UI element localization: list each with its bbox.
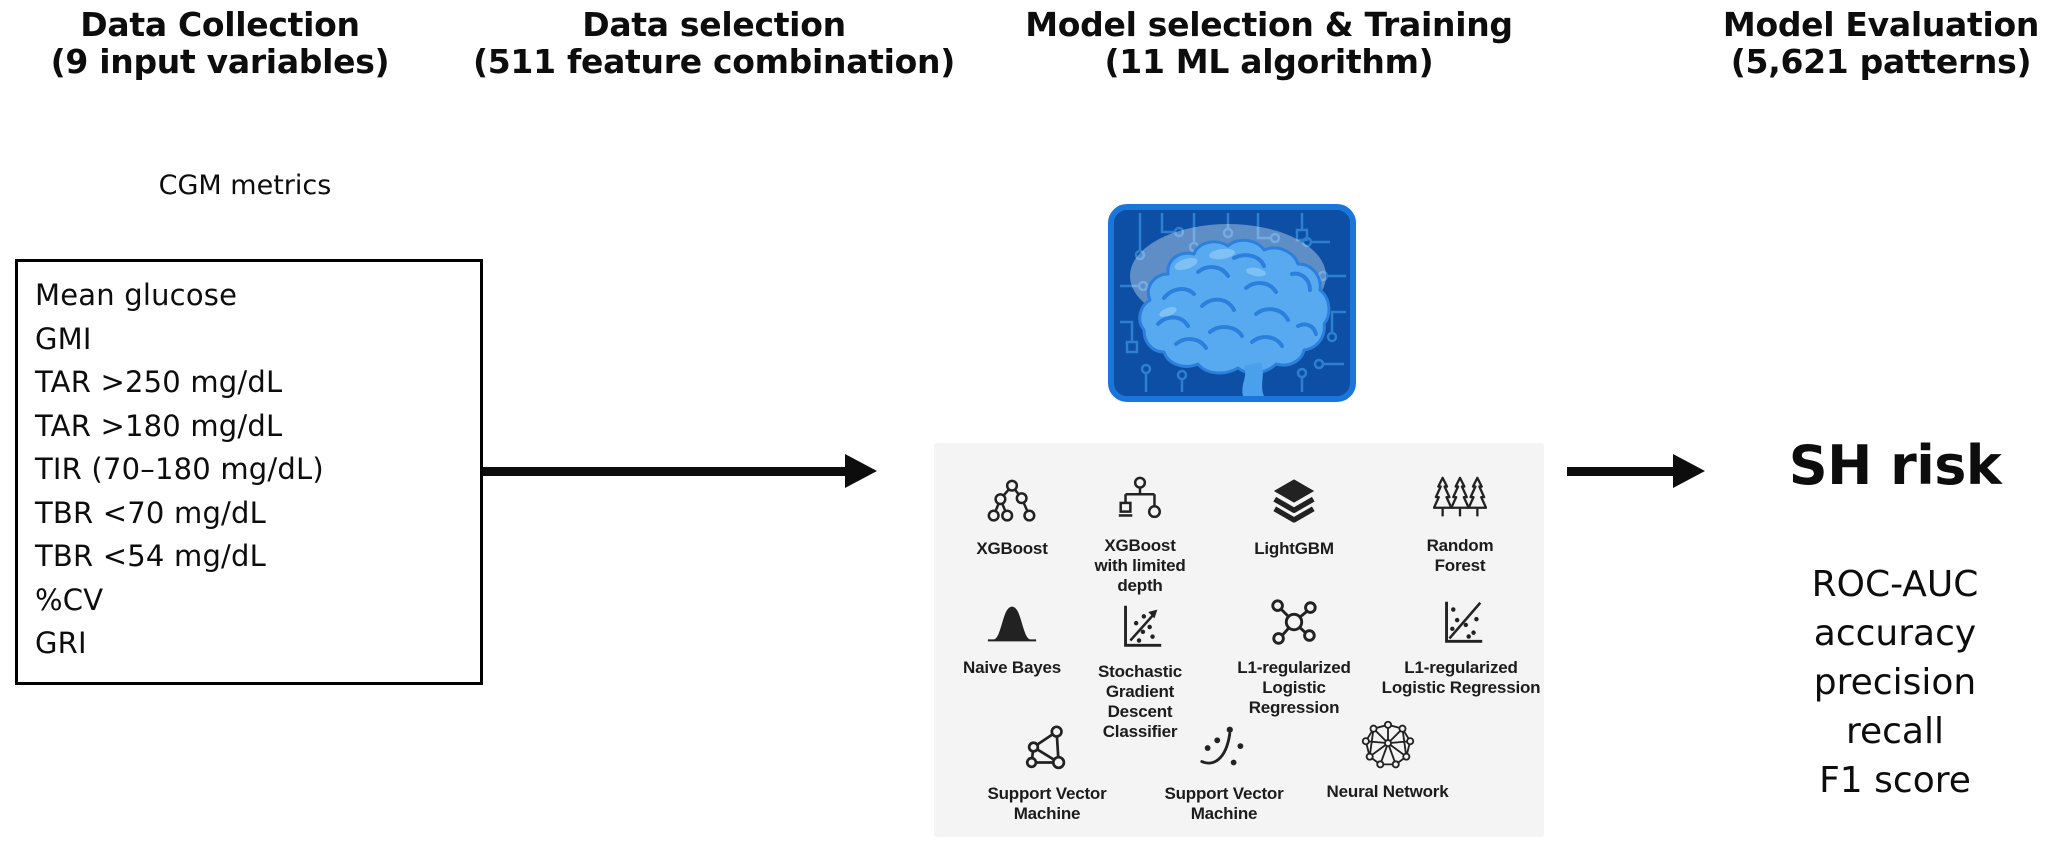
evaluation-metric-item: accuracy — [1813, 613, 1977, 654]
cgm-metric-item: GRI — [35, 626, 87, 660]
cgm-metric-item: TBR <54 mg/dL — [35, 539, 266, 573]
algo-cell-l1-logistic-regression: L1-regularized Logistic Regression — [1212, 596, 1376, 718]
stage-subtitle: (11 ML algorithm) — [1104, 42, 1434, 81]
cgm-metric-item: TIR (70–180 mg/dL) — [35, 452, 324, 486]
flow-arrow-right — [1567, 467, 1675, 476]
stage-title: Data Collection — [80, 5, 360, 44]
network-mesh-icon — [1361, 720, 1414, 769]
algo-label: Naive Bayes — [963, 658, 1061, 677]
evaluation-metric-item: recall — [1845, 711, 1944, 752]
tree-nodes-icon — [987, 479, 1036, 522]
algo-cell-random-forest: Random Forest — [1378, 474, 1542, 576]
algo-cell-lightgbm: LightGBM — [1214, 477, 1374, 559]
stage-title: Model Evaluation — [1722, 5, 2040, 44]
brain-icon — [1138, 238, 1331, 396]
bell-curve-icon — [987, 606, 1037, 642]
algo-label: Stochastic Gradient Descent Classifier — [1098, 662, 1182, 741]
evaluation-metrics-list: ROC-AUC accuracy precision recall F1 sco… — [1755, 560, 2035, 805]
output-title: SH risk — [1788, 434, 2002, 497]
algo-cell-svm-1: Support Vector Machine — [967, 722, 1127, 824]
flow-arrow-left — [483, 467, 846, 476]
algo-label: LightGBM — [1254, 539, 1334, 558]
stage-header-model-selection: Model selection & Training (11 ML algori… — [1004, 6, 1534, 80]
algo-label: Support Vector Machine — [1164, 784, 1284, 823]
evaluation-metric-item: F1 score — [1819, 760, 1971, 801]
stage-title: Model selection & Training — [1025, 5, 1513, 44]
algo-cell-xgboost-limited: XGBoost with limited depth — [1060, 474, 1220, 596]
stage-subtitle: (511 feature combination) — [472, 42, 956, 81]
cgm-metrics-list: Mean glucose GMI TAR >250 mg/dL TAR >180… — [18, 262, 480, 666]
stage-subtitle: (9 input variables) — [50, 42, 390, 81]
cgm-metric-item: Mean glucose — [35, 278, 238, 312]
algo-cell-naive-bayes: Naive Bayes — [932, 596, 1092, 678]
cgm-metrics-box: Mean glucose GMI TAR >250 mg/dL TAR >180… — [15, 259, 483, 685]
pine-trees-icon — [1433, 476, 1487, 517]
brain-chip-image — [1106, 202, 1358, 404]
algo-cell-xgboost: XGBoost — [932, 477, 1092, 559]
molecule-nodes-icon — [1271, 599, 1317, 645]
cgm-metric-item: %CV — [35, 582, 104, 617]
flow-arrow-right-head — [1673, 454, 1705, 488]
curve-separator-icon — [1200, 726, 1244, 766]
stage-subtitle: (5,621 patterns) — [1730, 42, 2032, 81]
algo-label: Support Vector Machine — [987, 784, 1107, 823]
algo-label: L1-regularized Logistic Regression — [1237, 658, 1351, 717]
algo-cell-l1-logistic-regression-2: L1-regularized Logistic Regression — [1366, 596, 1556, 698]
algo-label: XGBoost — [976, 539, 1048, 558]
graph-polygon-icon — [1025, 725, 1066, 770]
cgm-metrics-label: CGM metrics — [158, 170, 332, 201]
algo-cell-neural-network: Neural Network — [1295, 720, 1480, 802]
stacked-layers-icon — [1273, 479, 1315, 523]
algo-label: Random Forest — [1426, 536, 1494, 575]
cgm-metric-item: TAR >250 mg/dL — [35, 365, 283, 399]
stage-header-data-collection: Data Collection (9 input variables) — [20, 6, 420, 80]
cgm-metric-item: GMI — [35, 321, 92, 356]
algo-label: XGBoost with limited depth — [1094, 536, 1186, 595]
flow-arrow-left-head — [845, 454, 877, 488]
algo-cell-svm-2: Support Vector Machine — [1144, 722, 1304, 824]
algo-label: L1-regularized Logistic Regression — [1381, 658, 1541, 697]
cgm-metric-item: TAR >180 mg/dL — [35, 408, 283, 443]
evaluation-metric-item: precision — [1813, 662, 1977, 703]
brain-chip-icon — [1108, 204, 1356, 402]
evaluation-metric-item: ROC-AUC — [1811, 564, 1979, 605]
stage-title: Data selection — [582, 5, 846, 44]
algo-label: Neural Network — [1326, 782, 1449, 801]
limited-depth-tree-icon — [1118, 476, 1162, 519]
scatter-boundary-axes-icon — [1445, 601, 1483, 643]
cgm-metric-item: TBR <70 mg/dL — [35, 495, 266, 530]
stage-header-model-evaluation: Model Evaluation (5,621 patterns) — [1706, 6, 2056, 80]
algo-cell-sgd-classifier: Stochastic Gradient Descent Classifier — [1060, 600, 1220, 742]
scatter-arrow-axes-icon — [1124, 605, 1162, 647]
stage-header-data-selection: Data selection (511 feature combination) — [454, 6, 974, 80]
